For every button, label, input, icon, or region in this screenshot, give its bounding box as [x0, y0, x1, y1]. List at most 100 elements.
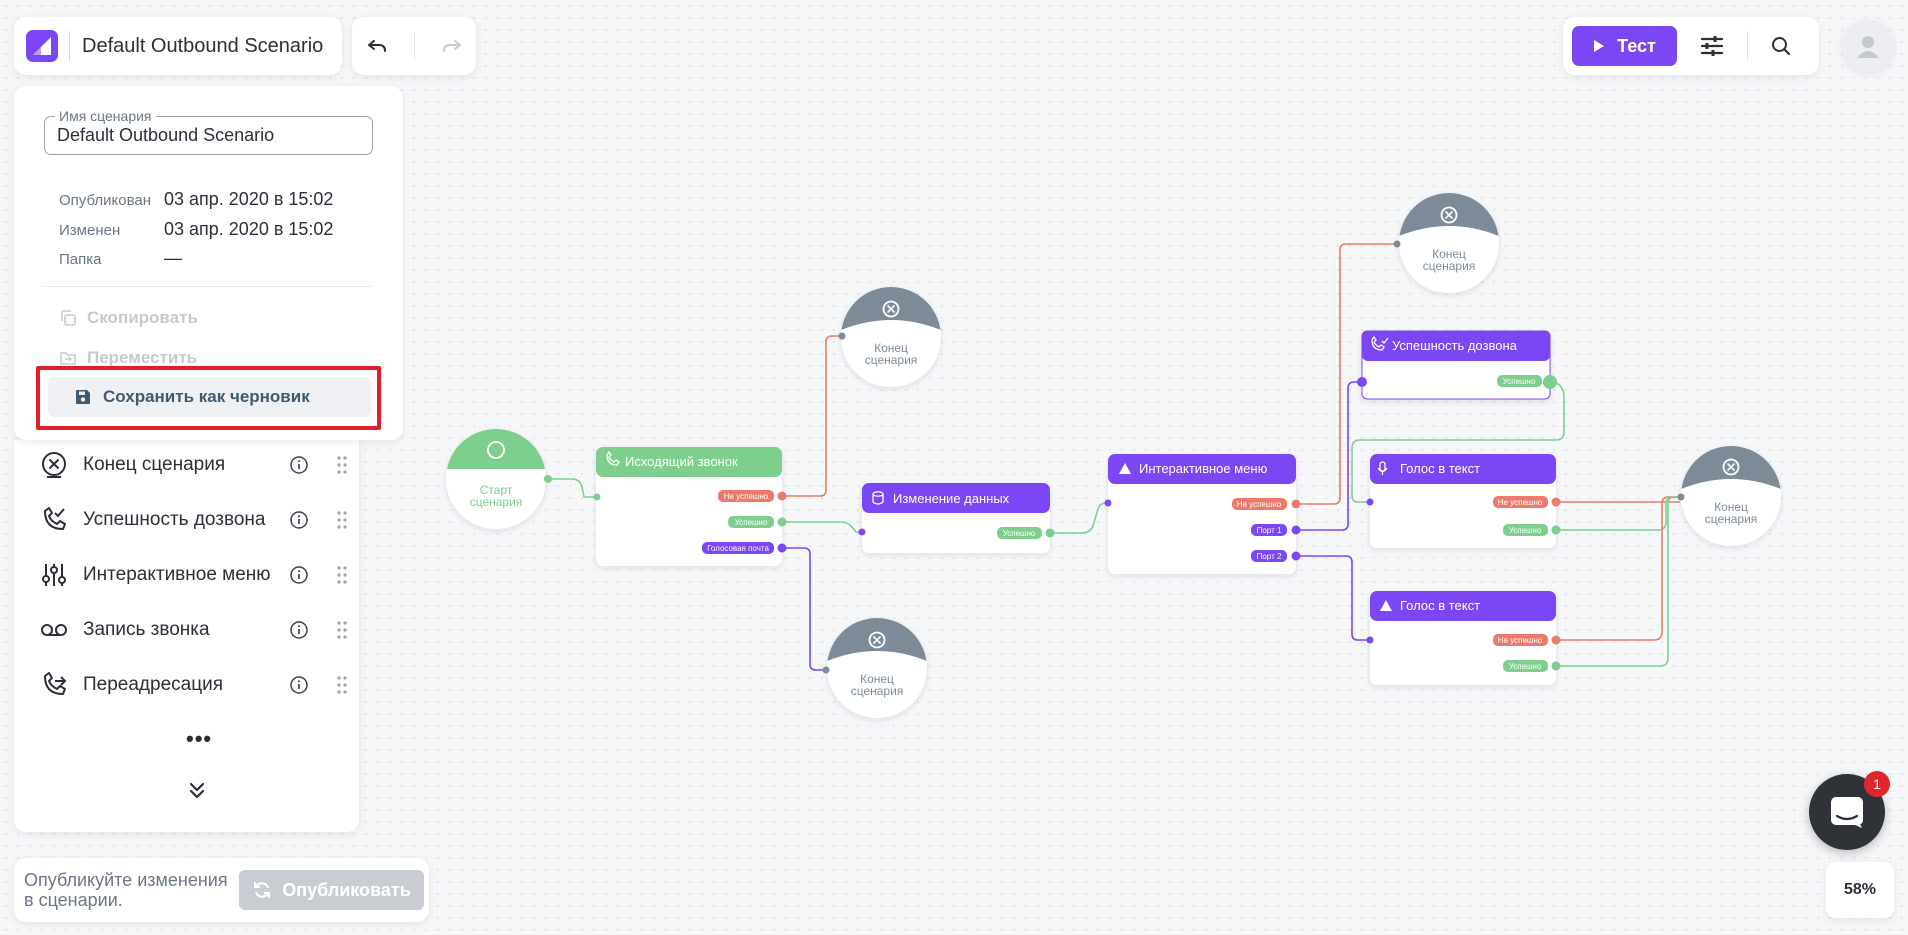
title-divider: [69, 31, 70, 61]
block-title: Голос в текст: [1400, 461, 1480, 476]
end-node-4[interactable]: Конец сценария: [1681, 446, 1781, 546]
info-icon[interactable]: [289, 510, 309, 530]
scenario-settings-panel: Имя сценария Опубликован 03 апр. 2020 в …: [14, 86, 403, 440]
block-item-call-forward[interactable]: Переадресация: [39, 668, 349, 702]
test-button[interactable]: Тест: [1572, 26, 1677, 66]
port-success: Успешно: [1509, 662, 1542, 671]
end-node-2[interactable]: Конец сценария: [827, 618, 927, 718]
drag-handle-icon[interactable]: [335, 675, 349, 695]
scenario-title-card[interactable]: Default Outbound Scenario: [14, 17, 342, 75]
scenario-name-label: Имя сценария: [55, 108, 156, 124]
drag-handle-icon[interactable]: [335, 455, 349, 475]
publish-card: Опубликуйте изменения в сценарии. Опубли…: [14, 858, 429, 922]
move-button[interactable]: Переместить: [59, 348, 197, 368]
end-node-icon: [868, 631, 886, 649]
drag-handle-icon[interactable]: [335, 620, 349, 640]
block-label: Успешность дозвона: [83, 509, 266, 530]
port-fail: Не успешно: [1498, 498, 1543, 507]
block-interactive-menu[interactable]: Интерактивное меню Не успешно Порт 1 Пор…: [1108, 454, 1296, 574]
block-title: Успешность дозвона: [1392, 338, 1518, 353]
block-label: Интерактивное меню: [83, 564, 271, 585]
sync-icon: [254, 882, 271, 898]
published-value: 03 апр. 2020 в 15:02: [164, 189, 334, 209]
connection-call-voicemail: [782, 547, 826, 671]
block-item-end-scenario[interactable]: Конец сценария: [39, 448, 349, 482]
search-icon[interactable]: [1770, 35, 1792, 57]
top-toolbar: Тест: [1563, 17, 1819, 75]
scenario-name-input[interactable]: [57, 125, 357, 146]
block-outgoing-call[interactable]: Исходящий звонок Не успешно Успешно Голо…: [596, 447, 782, 566]
info-icon[interactable]: [289, 675, 309, 695]
connection-call-fail: [782, 335, 842, 497]
connection-voice2-fail: [1556, 496, 1680, 641]
user-avatar[interactable]: [1842, 20, 1894, 72]
block-voice-to-text-1[interactable]: Голос в текст Не успешно Успешно: [1370, 454, 1556, 548]
copy-icon: [61, 310, 76, 326]
redo-button[interactable]: [437, 31, 467, 61]
voicemail-icon: [41, 624, 67, 636]
end-label-1: Конец: [860, 672, 894, 686]
publish-hint: Опубликуйте изменения в сценарии.: [24, 870, 228, 910]
publish-button[interactable]: Опубликовать: [239, 870, 424, 910]
port-success: Успешно: [1503, 377, 1536, 386]
call-success-icon: [1371, 335, 1385, 351]
scenario-name-field[interactable]: Имя сценария: [44, 108, 373, 155]
play-icon: [1594, 40, 1605, 52]
info-icon[interactable]: [289, 565, 309, 585]
publish-label: Опубликовать: [282, 879, 411, 900]
move-label: Переместить: [87, 348, 198, 367]
folder-value: —: [164, 248, 182, 268]
save-draft-button[interactable]: Сохранить как черновик: [48, 377, 371, 417]
undo-button[interactable]: [362, 31, 392, 61]
chat-button[interactable]: 1: [1809, 771, 1890, 850]
start-node[interactable]: Старт сценария: [446, 429, 546, 529]
published-row: Опубликован 03 апр. 2020 в 15:02: [59, 189, 333, 210]
block-item-call-record[interactable]: Запись звонка: [39, 613, 349, 647]
more-blocks-button[interactable]: •••: [186, 726, 213, 751]
port-2: Порт 2: [1257, 552, 1282, 561]
end-node-3[interactable]: Конец сценария: [1399, 193, 1499, 293]
connections: [548, 243, 1680, 671]
toolbar-separator: [1747, 31, 1748, 61]
drag-handle-icon[interactable]: [335, 510, 349, 530]
connection-start-to-call: [548, 478, 597, 498]
redo-icon: [442, 40, 461, 52]
end-node-icon: [1722, 458, 1740, 476]
sliders-icon[interactable]: [1699, 33, 1725, 59]
end-label-1: Конец: [1432, 247, 1466, 261]
end-node-1[interactable]: Конец сценария: [841, 287, 941, 387]
block-item-call-success[interactable]: Успешность дозвона: [39, 503, 349, 537]
info-icon[interactable]: [289, 455, 309, 475]
port-1: Порт 1: [1257, 526, 1282, 535]
block-voice-to-text-2[interactable]: Голос в текст Не успешно Успешно: [1370, 591, 1556, 685]
block-call-success[interactable]: Успешность дозвона Успешно: [1361, 330, 1551, 400]
chat-notification-badge: 1: [1864, 771, 1890, 797]
end-label-2: сценария: [1423, 259, 1476, 273]
copy-button[interactable]: Скопировать: [59, 308, 198, 328]
collapse-chevron-icon[interactable]: [187, 780, 207, 800]
scenario-title[interactable]: Default Outbound Scenario: [82, 34, 324, 57]
folder-label: Папка: [59, 251, 102, 268]
info-icon[interactable]: [289, 620, 309, 640]
end-node-icon: [1440, 206, 1458, 224]
end-label-1: Конец: [874, 341, 908, 355]
drag-handle-icon[interactable]: [335, 565, 349, 585]
connection-success-to-voice: [1351, 381, 1565, 503]
zoom-level[interactable]: 58%: [1826, 862, 1894, 918]
block-item-interactive-menu[interactable]: Интерактивное меню: [39, 558, 349, 592]
call-success-icon: [44, 507, 66, 530]
port-success: Успешно: [735, 518, 768, 527]
chat-icon: [1831, 797, 1863, 828]
connection-menu-port1: [1296, 381, 1362, 531]
connection-voice2-success: [1556, 496, 1680, 667]
start-icon: [487, 441, 505, 459]
block-label: Переадресация: [83, 674, 223, 695]
published-label: Опубликован: [59, 192, 152, 209]
block-change-data[interactable]: Изменение данных Успешно: [862, 483, 1050, 553]
history-controls: [352, 17, 476, 75]
warning-icon: [1380, 600, 1392, 611]
port-success: Успешно: [1003, 529, 1036, 538]
port-fail: Не успешно: [724, 492, 769, 501]
history-separator: [413, 32, 415, 60]
